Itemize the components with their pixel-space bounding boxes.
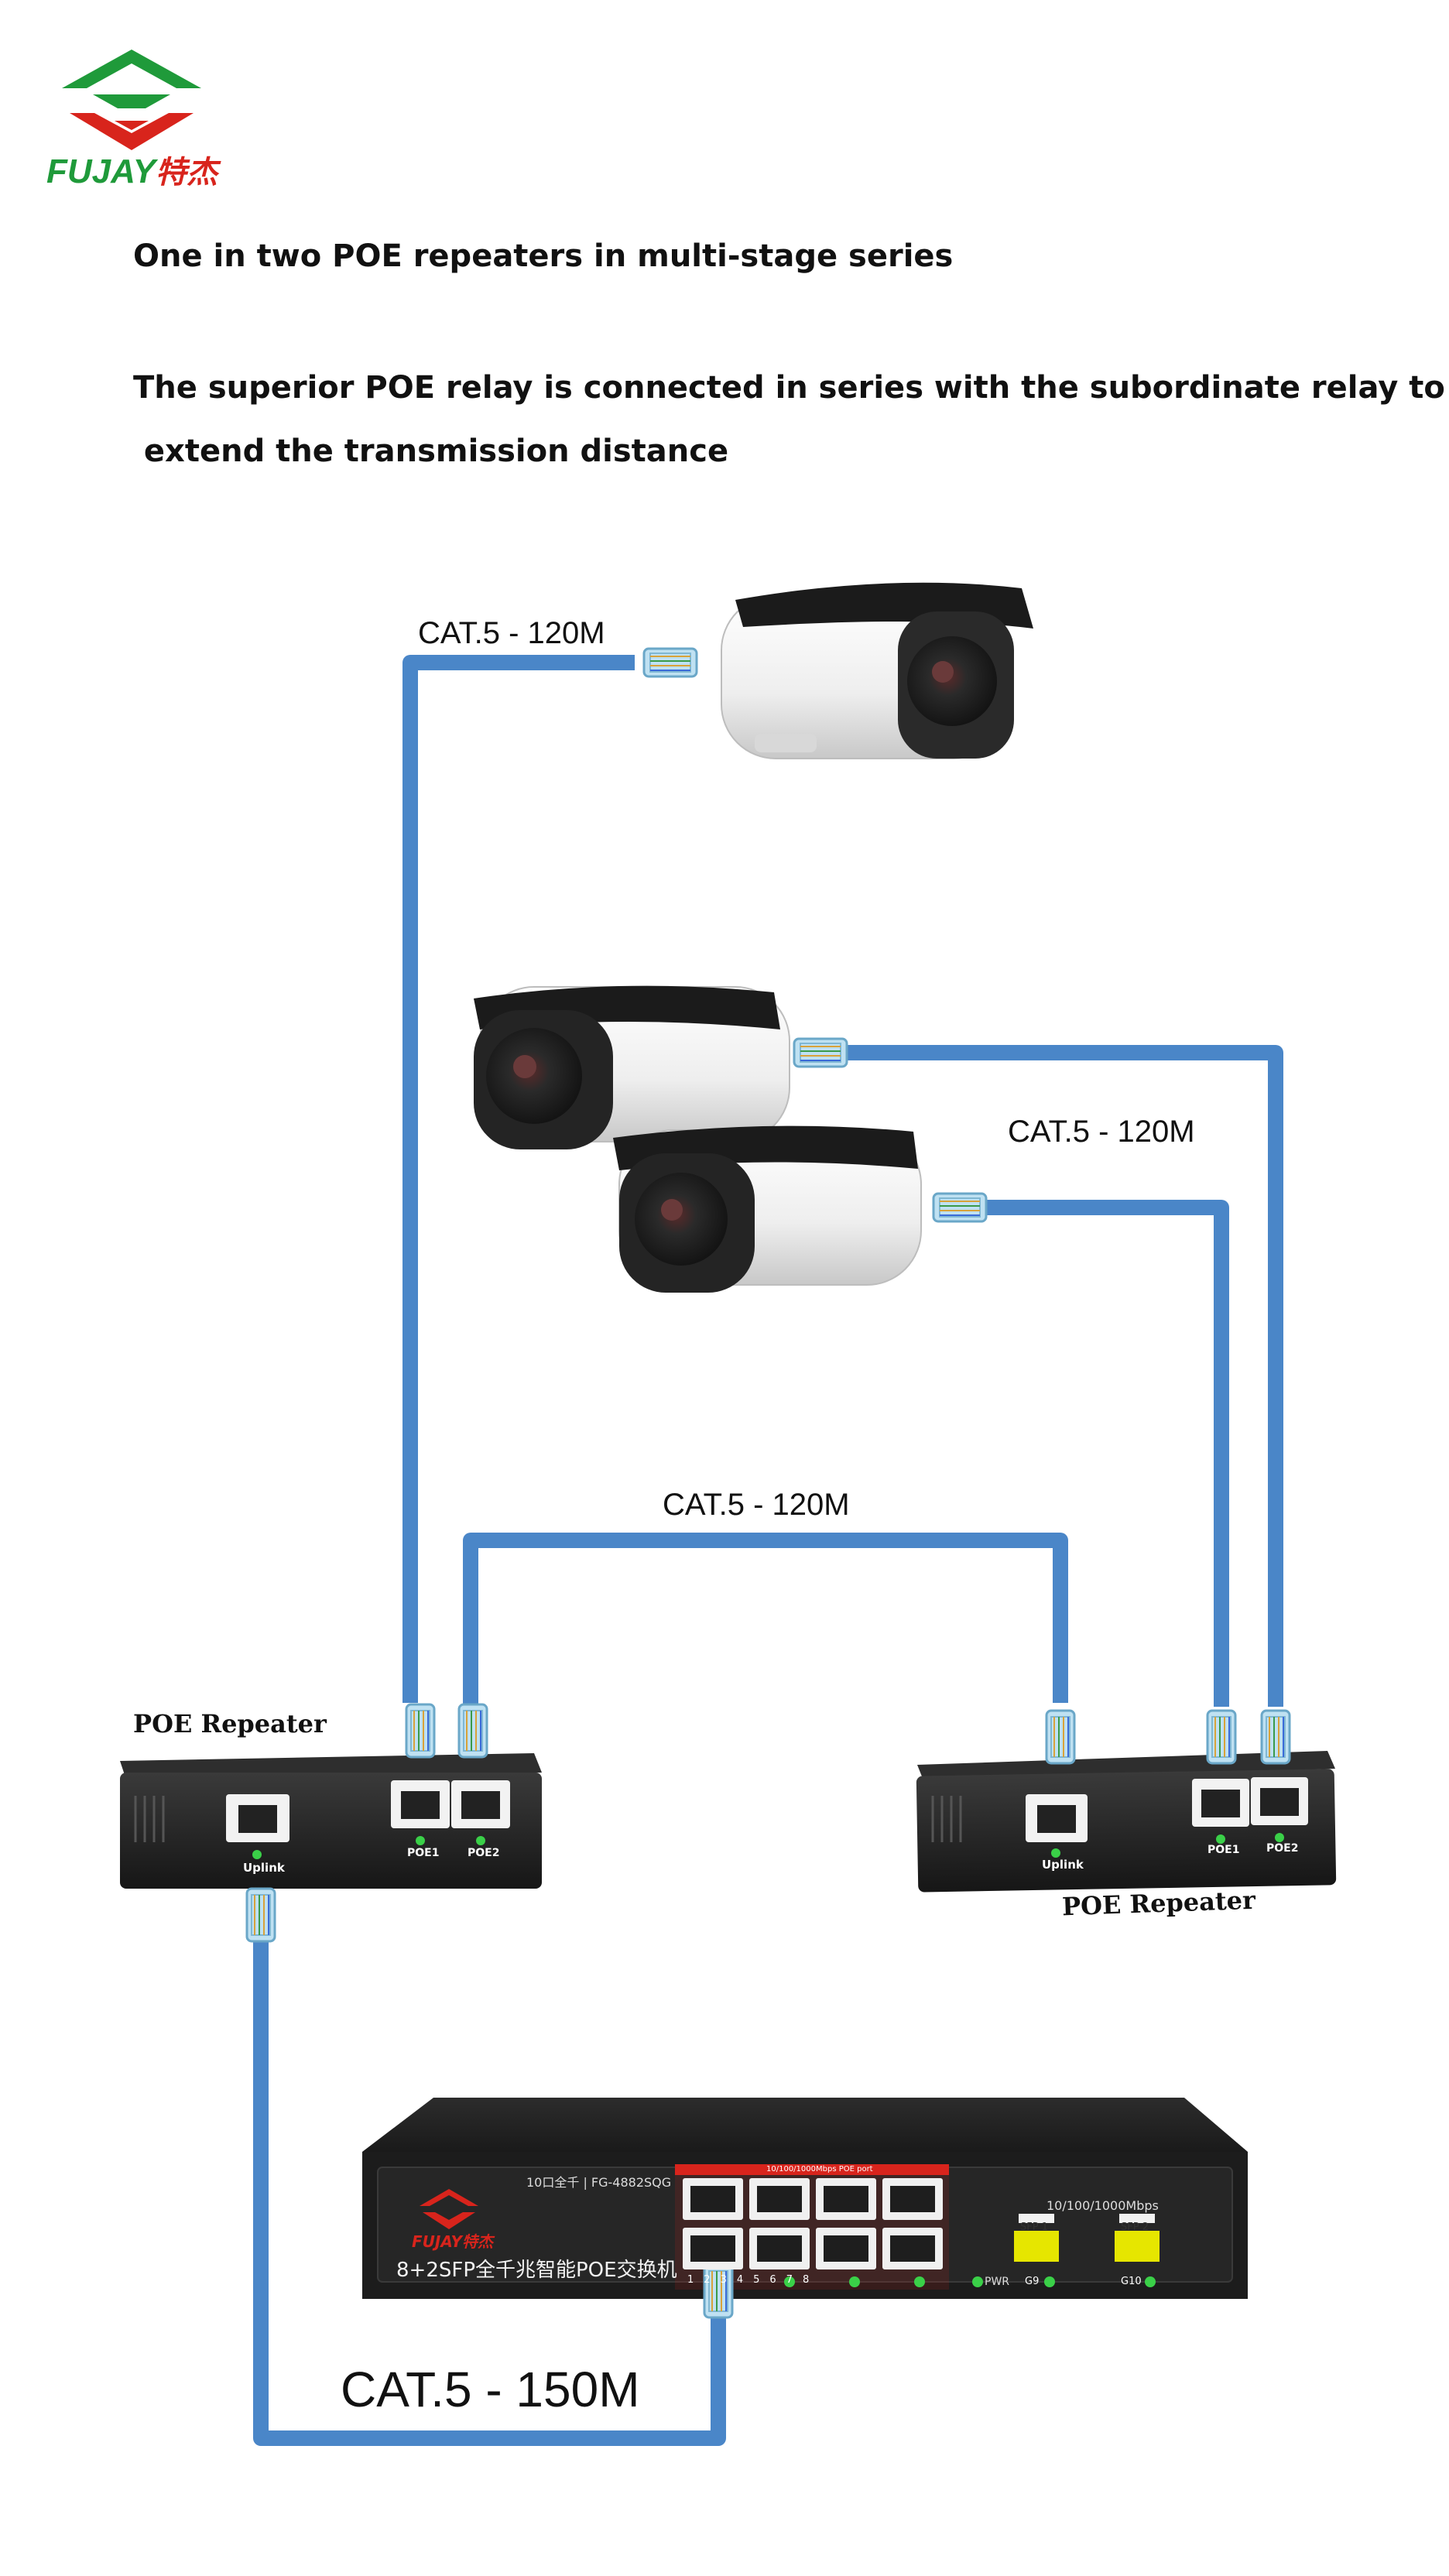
- cable-repeater-link: [463, 1533, 1068, 1718]
- repeater-right-poe1-label: POE1: [1208, 1844, 1240, 1856]
- switch-sfp1-label: SFP 1: [1020, 2221, 1048, 2233]
- repeater-left-poe2-label: POE2: [468, 1847, 500, 1859]
- cable-label-top-camera: CAT.5 - 120M: [418, 616, 605, 650]
- switch-port: [816, 2228, 876, 2269]
- switch-brand: FUJAY特杰: [412, 2232, 494, 2251]
- port-number: 5: [753, 2274, 760, 2286]
- port-number: 7: [786, 2274, 793, 2286]
- cable-label-repeater-link: CAT.5 - 120M: [663, 1488, 850, 1522]
- cables: [253, 655, 1283, 2446]
- cable-top-camera: [402, 655, 635, 1703]
- switch-sfp2-label: SFP 2: [1121, 2221, 1149, 2233]
- switch-pwr-label: PWR: [985, 2276, 1010, 2288]
- switch-port: [882, 2228, 943, 2269]
- switch-emblem-icon: [420, 2189, 478, 2229]
- port-number: 8: [802, 2274, 810, 2286]
- switch-port-numbers: 1 2 3 4 5 6 7 8: [687, 2274, 943, 2286]
- repeater-left-uplink-label: Uplink: [243, 1861, 285, 1875]
- camera-top: [721, 582, 1033, 759]
- switch-title-cn: 8+2SFP全千兆智能POE交换机: [396, 2259, 677, 2282]
- switch-uplink-speed: 10/100/1000Mbps: [1046, 2198, 1159, 2213]
- page-title: One in two POE repeaters in multi-stage …: [133, 238, 954, 274]
- repeater-right-poe2-label: POE2: [1266, 1842, 1299, 1855]
- port-number: 4: [736, 2274, 744, 2286]
- camera-mid-upper: [474, 985, 790, 1149]
- brand-name-cn: 特杰: [155, 156, 218, 190]
- switch-port: [882, 2178, 943, 2220]
- cable-right-camera-upper: [844, 1045, 1283, 1707]
- description-line-2: extend the transmission distance: [133, 433, 729, 469]
- fujay-emblem-icon: [62, 50, 201, 150]
- poe-switch: [362, 2098, 1248, 2299]
- switch-port: [816, 2178, 876, 2220]
- switch-poe-strip: 10/100/1000Mbps POE port: [766, 2165, 873, 2174]
- cable-switch-link: [253, 1927, 726, 2446]
- switch-g9-label: G9: [1025, 2276, 1040, 2287]
- camera-mid-lower: [613, 1125, 922, 1293]
- switch-port: [749, 2178, 810, 2220]
- port-number: 1: [687, 2274, 694, 2286]
- switch-model-line: 10口全千 | FG-4882SQG: [526, 2175, 672, 2190]
- brand-logo: FUJAY特杰: [46, 46, 218, 194]
- description-line-1: The superior POE relay is connected in s…: [133, 370, 1445, 406]
- cable-label-right-cameras: CAT.5 - 120M: [1008, 1115, 1195, 1149]
- brand-name: FUJAY: [46, 152, 156, 190]
- cable-right-camera-lower: [983, 1200, 1229, 1707]
- repeater-right: [916, 1751, 1337, 1893]
- switch-port: [749, 2228, 810, 2269]
- switch-port: [683, 2178, 743, 2220]
- repeater-left: [120, 1753, 542, 1889]
- port-number: 6: [769, 2274, 776, 2286]
- switch-port: [683, 2228, 743, 2269]
- switch-port-grid: [683, 2178, 943, 2271]
- port-number: 3: [720, 2274, 727, 2286]
- repeater-right-uplink-label: Uplink: [1042, 1858, 1084, 1872]
- repeater-left-label: POE Repeater: [133, 1709, 327, 1738]
- cable-label-switch-link: CAT.5 - 150M: [341, 2362, 640, 2417]
- repeater-left-poe1-label: POE1: [407, 1847, 440, 1859]
- switch-g10-label: G10: [1121, 2276, 1142, 2287]
- port-number: 2: [704, 2274, 711, 2286]
